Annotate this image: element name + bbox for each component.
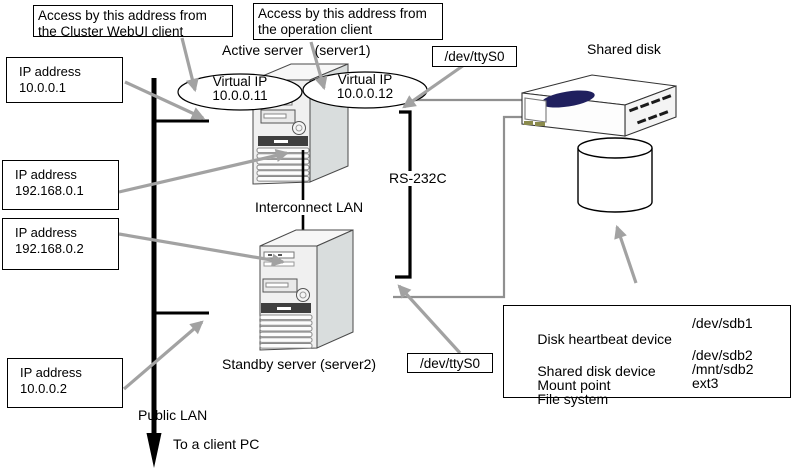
to-client-pc-label: To a client PC bbox=[173, 436, 260, 452]
disk-info-row: File system ext3 bbox=[514, 375, 718, 439]
disk-info-row: Shared disk device /dev/sdb2 bbox=[514, 347, 752, 411]
ip-label: IP address bbox=[19, 64, 81, 79]
shared-disk-unit bbox=[521, 74, 677, 137]
virtual-ip-2-label: Virtual IP 10.0.0.12 bbox=[303, 73, 427, 101]
ip-value: 192.168.0.1 bbox=[15, 183, 84, 198]
disk-info-value: /dev/sdb1 bbox=[692, 315, 753, 331]
ip-box-192-168-0-1: IP address 192.168.0.1 bbox=[2, 160, 119, 210]
arrow-ttys0-bottom-to-bracket bbox=[397, 284, 462, 355]
disk-info-value: /mnt/sdb2 bbox=[692, 361, 754, 377]
callout-operation-line2: the operation client bbox=[258, 22, 373, 37]
arrow-operation-to-vip2 bbox=[309, 41, 328, 91]
standby-tower-vents bbox=[259, 314, 313, 349]
virtual-ip-2-address: 10.0.0.12 bbox=[336, 86, 394, 101]
virtual-ip-1-label: Virtual IP 10.0.0.11 bbox=[178, 75, 302, 103]
public-lan-label: Public LAN bbox=[138, 407, 208, 423]
disk-info-label: Mount point bbox=[537, 377, 611, 393]
arrow-ip2-to-active bbox=[118, 149, 290, 194]
callout-operation-line1: Access by this address from bbox=[258, 6, 427, 21]
serial-port-box-bottom: /dev/ttyS0 bbox=[407, 353, 493, 373]
ip-box-10-0-0-1: IP address 10.0.0.1 bbox=[6, 57, 123, 103]
callout-arrows bbox=[118, 37, 638, 391]
callout-webui-client: Access by this address from the Cluster … bbox=[33, 5, 233, 39]
shared-disk-label: Shared disk bbox=[587, 41, 661, 57]
ip-label: IP address bbox=[15, 225, 77, 240]
ip-value: 192.168.0.2 bbox=[15, 241, 84, 256]
disk-cylinder-body bbox=[577, 148, 653, 213]
disk-info-label: Disk heartbeat device bbox=[537, 331, 672, 347]
disk-info-row: Mount point /mnt/sdb2 bbox=[514, 361, 753, 425]
disk-unit-dark-ellipse bbox=[541, 90, 595, 108]
serial-port-box-top: /dev/ttyS0 bbox=[432, 46, 517, 67]
active-server-label: Active server (server1) bbox=[222, 42, 371, 58]
disk-unit-vents bbox=[628, 94, 672, 125]
ip-label: IP address bbox=[15, 167, 77, 182]
disk-info-value: /dev/sdb2 bbox=[692, 347, 753, 363]
ip-label: IP address bbox=[20, 365, 82, 380]
disk-info-label: File system bbox=[537, 391, 609, 407]
virtual-ip-1-title: Virtual IP bbox=[212, 74, 268, 89]
virtual-ip-2-title: Virtual IP bbox=[337, 72, 393, 87]
active-tower-button bbox=[292, 121, 306, 135]
shared-disk-cables bbox=[393, 98, 522, 299]
arrow-ttys0-top-to-bracket bbox=[402, 63, 465, 109]
public-lan bbox=[146, 78, 209, 468]
public-lan-down-arrow bbox=[146, 433, 162, 468]
disk-info-label: Shared disk device bbox=[537, 363, 656, 379]
standby-tower-button bbox=[296, 288, 310, 302]
ip-box-10-0-0-2: IP address 10.0.0.2 bbox=[7, 358, 123, 408]
virtual-ip-1-ellipse bbox=[177, 73, 303, 111]
disk-cylinder bbox=[577, 137, 653, 213]
arrow-webui-to-vip1 bbox=[180, 37, 199, 93]
virtual-ip-1-address: 10.0.0.11 bbox=[212, 88, 268, 103]
arrow-ip1-to-branch bbox=[124, 80, 206, 120]
ip-value: 10.0.0.2 bbox=[20, 381, 67, 396]
ip-box-192-168-0-2: IP address 192.168.0.2 bbox=[2, 218, 119, 270]
interconnect-lan-label: Interconnect LAN bbox=[252, 200, 367, 215]
callout-webui-line2: the Cluster WebUI client bbox=[38, 24, 184, 39]
ip-value: 10.0.0.1 bbox=[19, 80, 66, 95]
disk-info-box: Disk heartbeat device /dev/sdb1 Shared d… bbox=[503, 305, 791, 407]
rs232c-label: RS-232C bbox=[386, 171, 450, 186]
arrow-ip3-to-standby bbox=[118, 232, 286, 267]
standby-server-tower bbox=[259, 229, 354, 351]
standby-server-label: Standby server (server2) bbox=[222, 356, 377, 372]
disk-info-value: ext3 bbox=[692, 375, 719, 391]
callout-webui-line1: Access by this address from bbox=[38, 8, 207, 23]
disk-cylinder-top bbox=[577, 137, 653, 159]
arrow-info-to-cylinder bbox=[614, 224, 638, 284]
standby-tower-side bbox=[316, 229, 354, 349]
disk-unit-panel bbox=[524, 97, 547, 123]
disk-to-standby-cable bbox=[393, 115, 522, 299]
disk-info-row: Disk heartbeat device /dev/sdb1 bbox=[514, 315, 752, 379]
rs232c-bracket bbox=[395, 110, 412, 279]
arrow-ip4-to-branch bbox=[122, 320, 204, 391]
disk-unit-leds bbox=[524, 121, 545, 126]
callout-operation-client: Access by this address from the operatio… bbox=[253, 3, 443, 40]
